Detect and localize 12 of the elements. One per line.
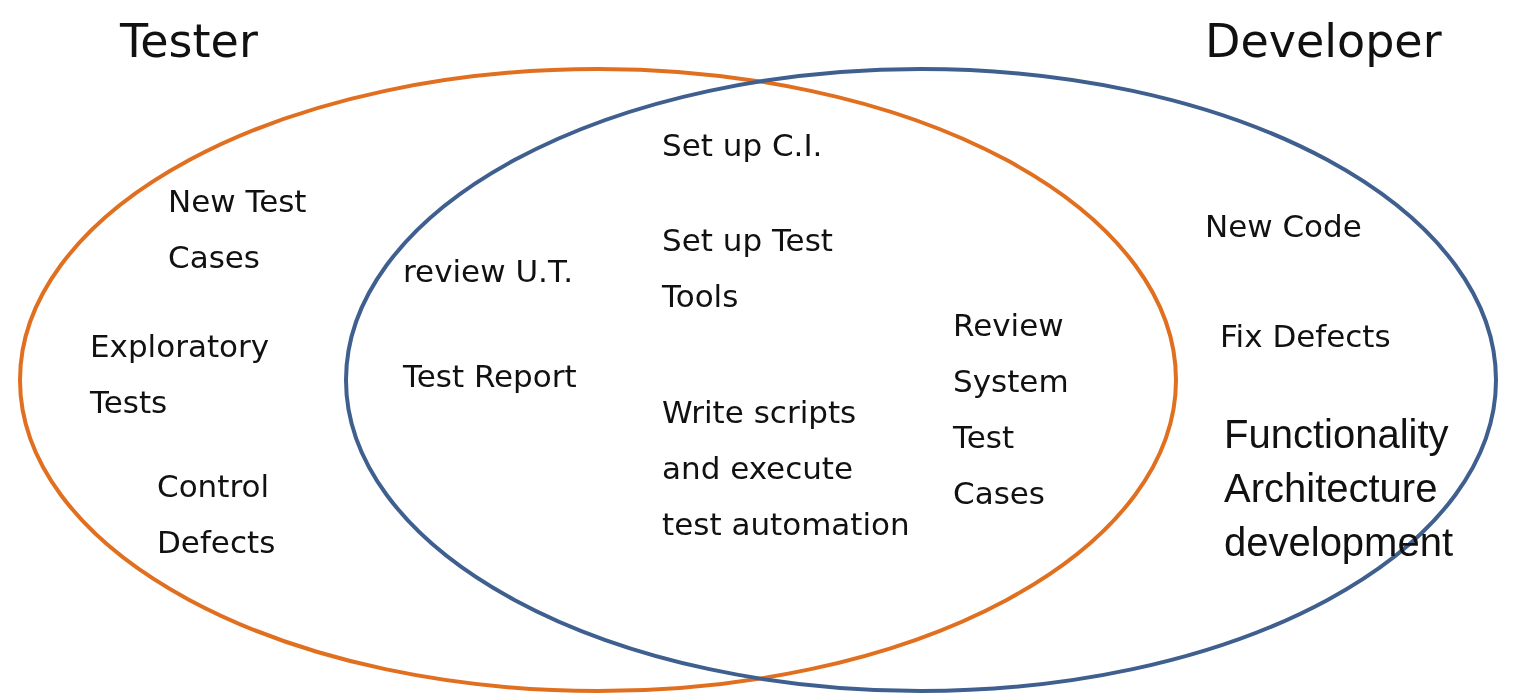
set-item-text: Test Report (403, 357, 577, 396)
set-item-text: Write scripts and execute test automation (662, 393, 911, 544)
set-item-text: review U.T. (403, 252, 574, 291)
set-item-text: Review System Test Cases (953, 306, 1070, 513)
set-item-text: New Test Cases (168, 182, 308, 277)
set-item-text: Set up Test Tools (662, 221, 834, 316)
set-item-text: New Code (1205, 207, 1362, 246)
set-item-text: Control Defects (157, 467, 277, 562)
set-item-text: Set up C.I. (662, 126, 823, 165)
set-item-text: Fix Defects (1220, 317, 1391, 356)
set-item-text: Exploratory Tests (90, 327, 271, 422)
set-heading: Tester (120, 18, 258, 64)
